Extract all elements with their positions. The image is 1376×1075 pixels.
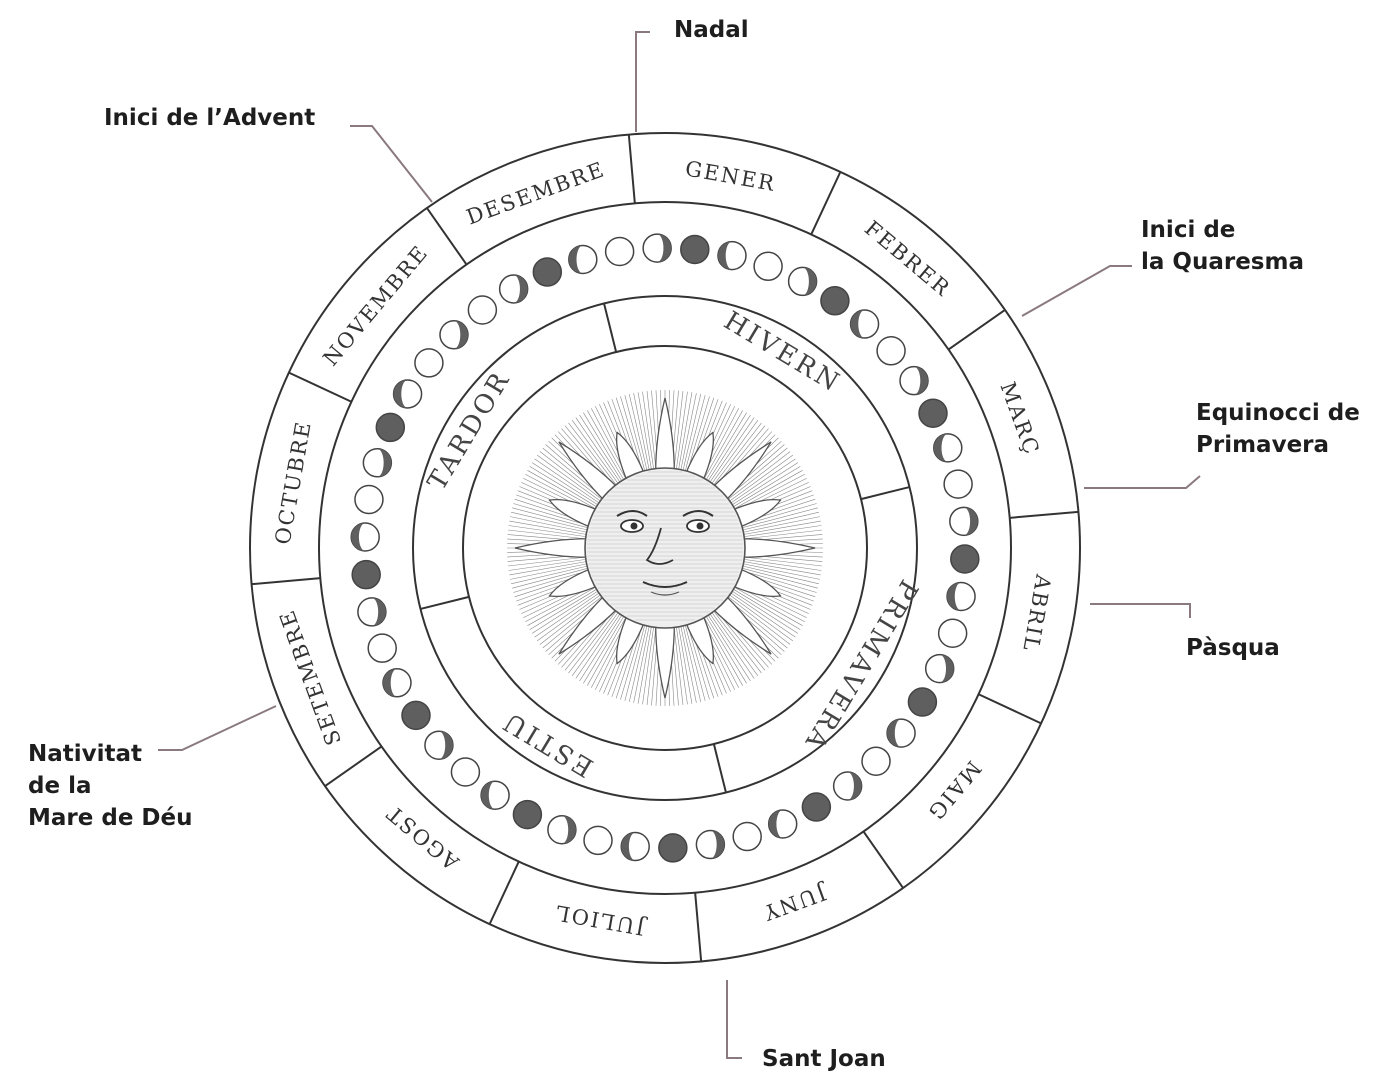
month-label: NOVEMBRE (318, 240, 433, 370)
moon-phase-icon (513, 801, 541, 829)
month-divider (695, 893, 701, 962)
leader-line (1022, 266, 1132, 316)
moon-phase-icon (548, 816, 576, 844)
moon-phase-icon (394, 380, 422, 408)
season-divider (714, 744, 726, 793)
moon-phase-icon (950, 507, 978, 535)
moon-phase-icon (862, 747, 890, 775)
moon-phase-icon (569, 245, 597, 273)
annotation-advent: Inici de l’Advent (104, 102, 315, 134)
moon-phase-icon (383, 669, 411, 697)
moon-phase-icon (947, 582, 975, 610)
moon-phase-icon (500, 275, 528, 303)
annotation-pasqua: Pàsqua (1186, 632, 1280, 664)
leader-line (636, 32, 650, 132)
moon-phase-icon (944, 470, 972, 498)
moon-phase-icon (481, 781, 509, 809)
moon-phase-icon (951, 545, 979, 573)
sun-face-icon (507, 390, 823, 706)
moon-phase-icon (358, 598, 386, 626)
month-label: JULIOL (552, 900, 648, 940)
month-divider (863, 831, 903, 888)
moon-phase-icon (919, 399, 947, 427)
month-divider (490, 862, 519, 925)
season-divider (420, 597, 469, 609)
moon-phase-icon (402, 701, 430, 729)
month-divider (811, 172, 840, 235)
moon-phase-icon (606, 237, 634, 265)
moon-phase-icon (440, 321, 468, 349)
leader-line (727, 980, 742, 1058)
month-label: JUNY (759, 879, 831, 925)
month-label: SETEMBRE (275, 606, 347, 749)
month-label: AGOST (381, 800, 464, 875)
leader-line (1084, 476, 1200, 488)
month-divider (427, 208, 467, 265)
month-label: OCTUBRE (271, 419, 316, 547)
moon-phase-icon (754, 252, 782, 280)
month-divider (948, 310, 1005, 350)
moon-phase-icon (584, 826, 612, 854)
annotation-nadal: Nadal (674, 14, 749, 46)
month-label: GENER (683, 156, 777, 196)
moon-phase-icon (939, 619, 967, 647)
month-label: ABRIL (1018, 572, 1055, 655)
moon-phase-icon (659, 834, 687, 862)
moon-phase-icon (533, 258, 561, 286)
moon-phase-icon (877, 337, 905, 365)
moon-phase-icon (769, 810, 797, 838)
month-label: MARÇ (995, 379, 1044, 459)
moon-phase-icon (926, 655, 954, 683)
moon-phase-icon (681, 235, 709, 263)
month-divider (629, 135, 635, 204)
moon-phase-icon (643, 234, 671, 262)
month-divider (979, 694, 1042, 723)
moon-phase-icon (887, 719, 915, 747)
moon-phase-icon (934, 434, 962, 462)
month-divider (252, 578, 321, 584)
moon-phase-icon (468, 296, 496, 324)
month-divider (325, 746, 382, 786)
month-label: FEBRER (860, 216, 955, 301)
moon-phase-icon (376, 413, 404, 441)
season-divider (861, 487, 910, 499)
moon-phase-icon (451, 758, 479, 786)
moon-phase-icon (351, 523, 379, 551)
season-label: HIVERN (719, 306, 847, 399)
moon-phase-icon (821, 287, 849, 315)
moon-phase-icon (355, 486, 383, 514)
moon-phase-icon (368, 634, 396, 662)
moon-phase-icon (789, 267, 817, 295)
moon-phase-icon (834, 772, 862, 800)
annotation-sant-joan: Sant Joan (762, 1043, 886, 1075)
season-divider (604, 303, 616, 352)
moon-phase-icon (352, 561, 380, 589)
moon-phase-icon (802, 793, 830, 821)
moon-phase-icon (425, 731, 453, 759)
moon-phase-icon (733, 823, 761, 851)
leader-line (1090, 604, 1190, 618)
leader-line (350, 126, 432, 202)
moon-phase-icon (851, 310, 879, 338)
month-label: DESEMBRE (463, 157, 608, 229)
moon-phase-icon (908, 688, 936, 716)
moon-phase-icon (621, 833, 649, 861)
moon-phase-icon (718, 242, 746, 270)
month-divider (1010, 512, 1079, 518)
month-divider (289, 373, 352, 402)
moon-phase-icon (900, 367, 928, 395)
season-label: TARDOR (422, 365, 517, 495)
moon-phase-icon (415, 349, 443, 377)
moon-phase-icon (696, 831, 724, 859)
moon-phase-icon (363, 449, 391, 477)
